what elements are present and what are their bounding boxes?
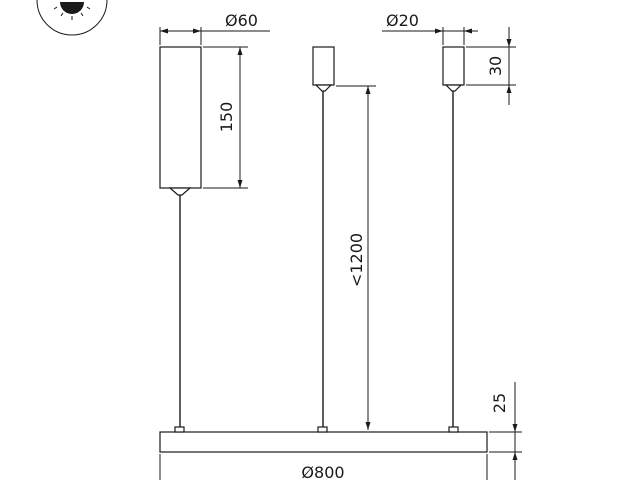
- dim-cable-length: <1200: [336, 85, 376, 430]
- canopy-large-diameter-label: Ø60: [225, 11, 258, 30]
- dim-canopy-large-height: 150: [203, 46, 248, 189]
- dim-canopy-large-diameter: Ø60: [159, 11, 270, 45]
- lamp-ring: [159, 426, 488, 453]
- middle-small-canopy: [312, 46, 335, 92]
- dim-canopy-small-diameter: Ø20: [382, 11, 478, 45]
- canopy-small-diameter-label: Ø20: [386, 11, 419, 30]
- canopy-large-height-label: 150: [217, 102, 236, 133]
- right-small-canopy: [442, 46, 465, 92]
- dim-ring-diameter: Ø800: [159, 454, 488, 480]
- sun-down-icon: [36, 0, 108, 36]
- ring-diameter-label: Ø800: [301, 463, 344, 480]
- dim-canopy-small-height: 30: [466, 27, 516, 105]
- dim-ring-height: 25: [489, 382, 522, 480]
- large-canopy: [159, 46, 202, 196]
- cable-length-label: <1200: [347, 233, 366, 287]
- canopy-small-height-label: 30: [486, 56, 505, 76]
- ring-height-label: 25: [490, 393, 509, 413]
